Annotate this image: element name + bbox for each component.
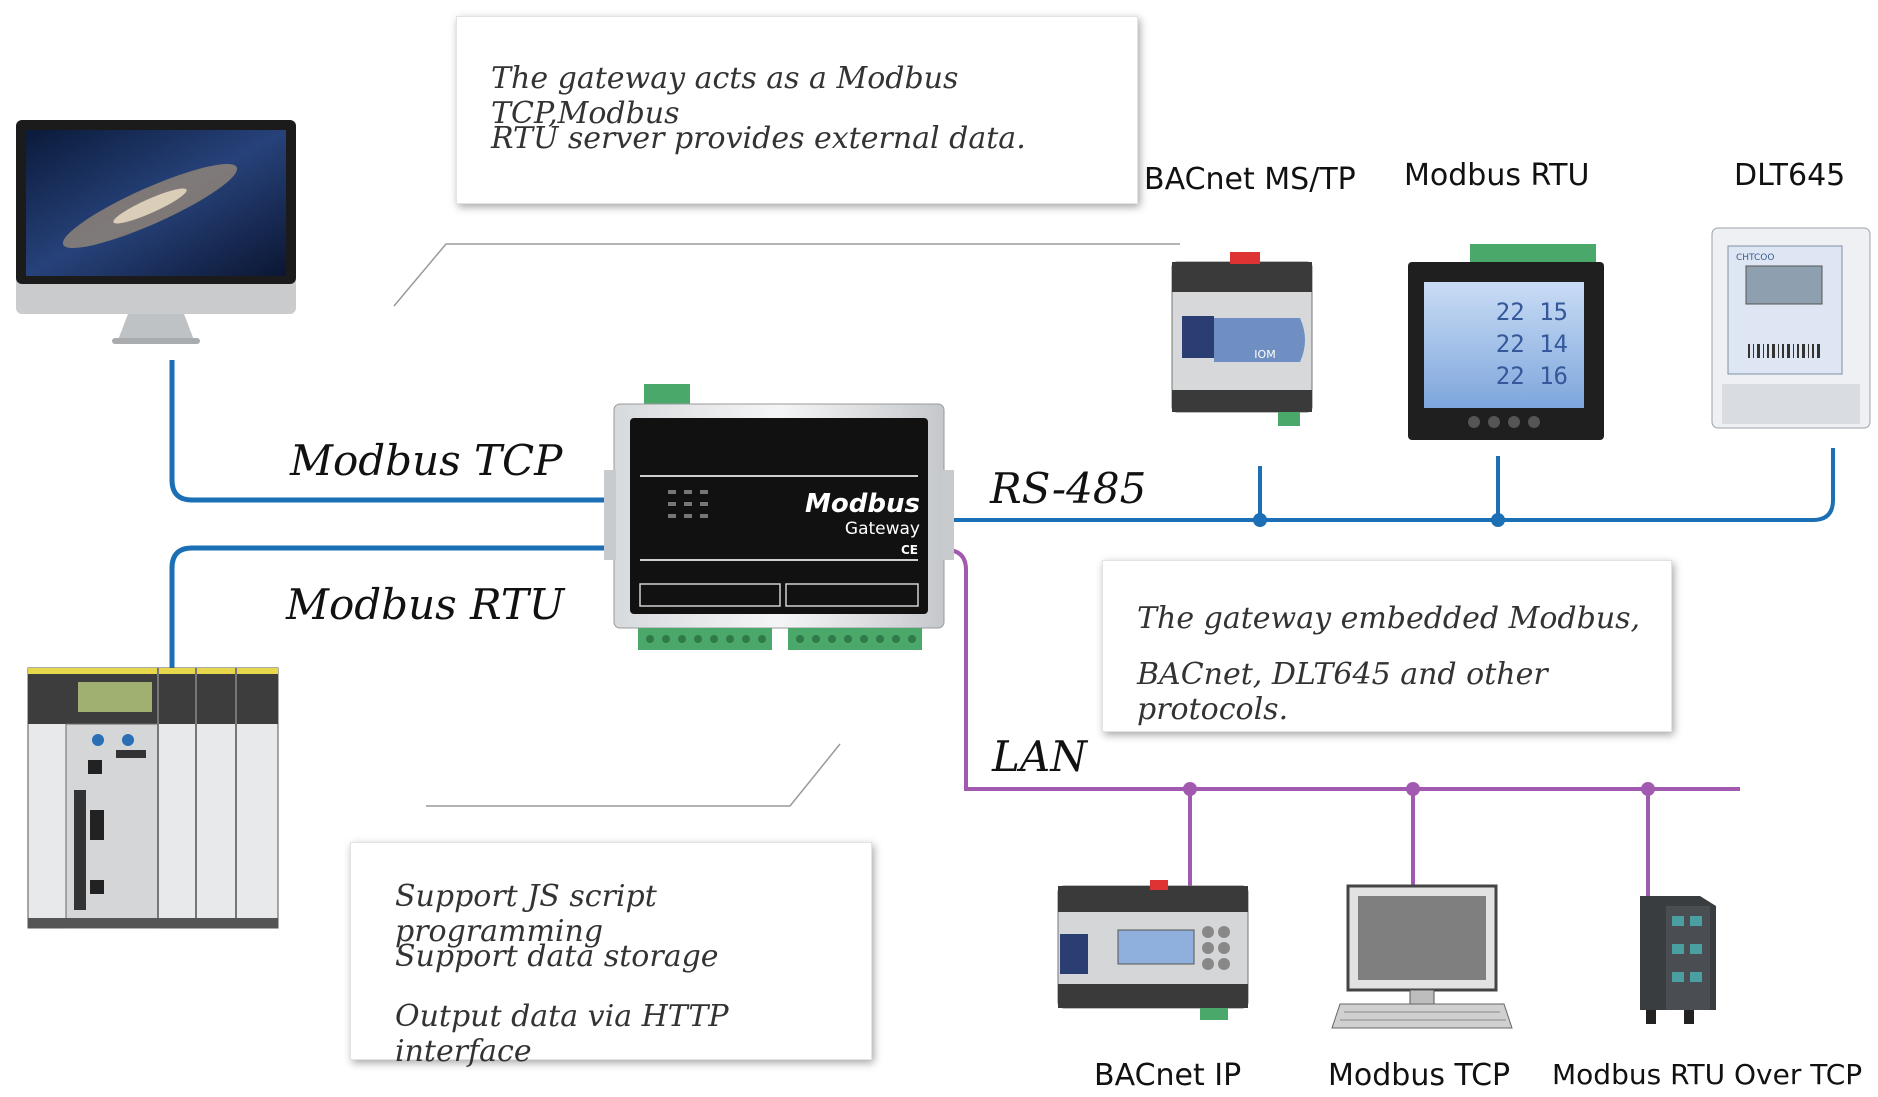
lan-node-3 [1641,782,1655,796]
right-callout: The gateway embedded Modbus, BACnet, DLT… [1102,560,1672,732]
rs485-bus [946,448,1835,522]
bottom-callout-pointer [426,743,841,807]
bacnet-mstp-label: BACnet MS/TP [1144,162,1356,197]
iom-label: IOM [1254,348,1275,361]
bottom-callout: Support JS script programming Support da… [350,842,872,1069]
top-callout-line-1: The gateway acts as a Modbus TCP,Modbus [491,61,959,131]
lan-node-2 [1406,782,1420,796]
modbus-rtu-device-label: Modbus RTU [1404,158,1590,193]
top-callout-pointer [393,243,1180,307]
rs485-network-label: RS-485 [990,464,1147,513]
dlt645-label: DLT645 [1734,158,1846,193]
meter-reading-2: 22 14 [1496,330,1568,358]
gateway-subtitle: Gateway [845,519,920,539]
rs485-node-2 [1491,513,1505,527]
modbus-tcp-desktop-pc-icon [1331,884,1513,1029]
meter-reading-3: 22 16 [1496,362,1568,390]
meter-brand: CHTCOO [1736,253,1774,263]
bacnet-mstp-controller-icon: IOM [1171,252,1313,426]
industrial-ethernet-switch-icon [1640,896,1716,1024]
rs485-node-1 [1253,513,1267,527]
top-callout: The gateway acts as a Modbus TCP,Modbus … [456,16,1138,204]
modbus-rtu-network-label: Modbus RTU [286,580,565,629]
modbus-tcp-device-label: Modbus TCP [1328,1058,1511,1093]
plc-rack-icon [27,667,279,929]
gateway-brand: Modbus [805,489,920,519]
top-callout-line-2: RTU server provides external data. [491,121,1026,156]
modbus-tcp-link [169,360,612,503]
modbus-rtu-power-meter-icon: 22 15 22 14 22 16 [1408,244,1604,440]
computer-monitor-icon [16,120,296,344]
right-callout-line-2: BACnet, DLT645 and other protocols. [1137,657,1548,727]
bottom-callout-line-3: Output data via HTTP interface [395,999,729,1069]
modbus-tcp-network-label: Modbus TCP [290,436,563,485]
right-callout-line-1: The gateway embedded Modbus, [1137,601,1641,636]
bottom-callout-line-2: Support data storage [395,939,719,974]
modbus-rtu-over-tcp-label: Modbus RTU Over TCP [1552,1058,1863,1091]
meter-reading-1: 22 15 [1496,298,1568,326]
bottom-callout-line-1: Support JS script programming [395,879,657,949]
modbus-rtu-link [169,545,612,668]
dlt645-energy-meter-icon: CHTCOO [1711,227,1871,429]
modbus-gateway-device: Modbus Gateway CE [604,384,954,650]
bacnet-ip-label: BACnet IP [1094,1058,1242,1093]
lan-network-label: LAN [992,732,1087,781]
lan-node-1 [1183,782,1197,796]
bacnet-ip-controller-icon [1057,880,1249,1020]
gateway-ce-mark: CE [901,543,918,557]
